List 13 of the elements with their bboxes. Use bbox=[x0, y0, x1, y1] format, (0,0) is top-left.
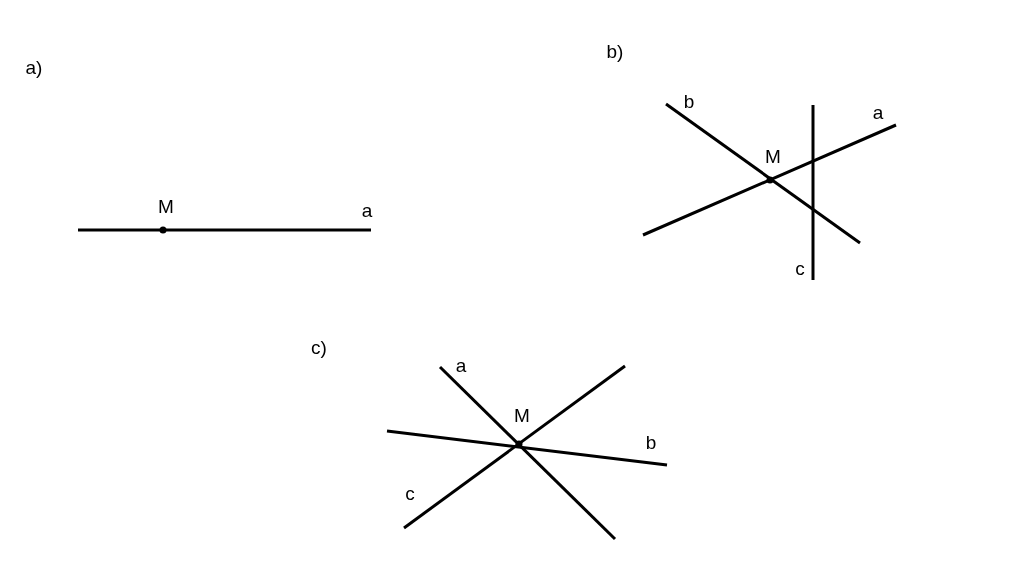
panel-label: a) bbox=[25, 57, 43, 79]
line-label: a bbox=[455, 355, 467, 377]
line-label: c bbox=[795, 258, 805, 280]
panel-label: c) bbox=[311, 337, 327, 359]
line-label: a bbox=[872, 102, 884, 124]
point-label: M bbox=[514, 405, 530, 427]
point-label: M bbox=[765, 146, 781, 168]
line-label: b bbox=[645, 432, 657, 454]
line-label: b bbox=[683, 91, 695, 113]
line-label: a bbox=[361, 200, 373, 222]
point-label: M bbox=[158, 196, 174, 218]
line-label: c bbox=[405, 483, 415, 505]
panel-label: b) bbox=[606, 41, 624, 63]
